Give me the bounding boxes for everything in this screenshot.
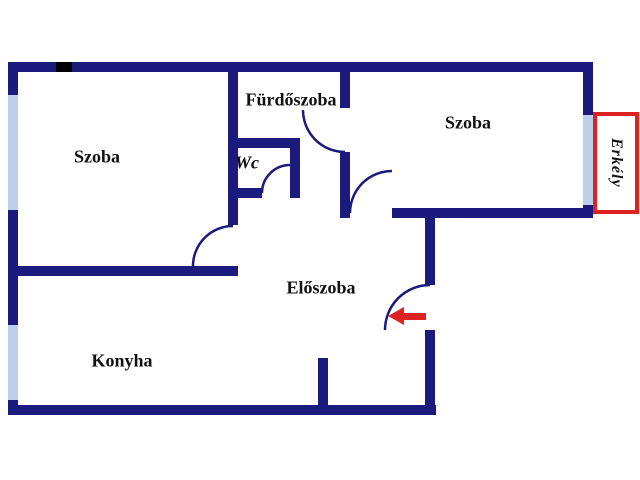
window-leftroom	[8, 95, 18, 210]
wall-hall-right-upper	[425, 208, 435, 285]
door-arc-rightroom	[348, 169, 393, 214]
room-label-erkely: Erkély	[608, 138, 625, 188]
wall-hall-right-lower	[425, 330, 435, 415]
entrance-arrow-icon	[388, 307, 426, 325]
wall-outer-left	[8, 62, 18, 415]
room-label-szoba-left: Szoba	[73, 146, 121, 167]
wall-kitchen-stub	[318, 358, 328, 415]
wall-outer-bottom	[8, 405, 436, 415]
wall-marker	[56, 62, 72, 72]
balcony-box: Erkély	[593, 112, 639, 214]
wall-bathroom-right-lower	[340, 152, 350, 208]
room-label-wc: Wc	[235, 152, 259, 173]
room-label-szoba-right: Szoba	[444, 112, 492, 133]
room-label-konyha: Konyha	[91, 350, 153, 371]
door-arc-bathroom	[301, 109, 346, 154]
wall-outer-top	[8, 62, 593, 72]
wall-rightroom-bottom-left	[340, 208, 350, 218]
wall-wc-bottom	[228, 188, 262, 198]
wall-wc-right	[290, 138, 300, 198]
window-kitchen	[8, 325, 18, 400]
door-arc-wc	[260, 163, 291, 194]
door-arc-leftroom	[191, 224, 234, 267]
wall-rightroom-bottom	[392, 208, 593, 218]
wall-bathroom-right-upper	[340, 62, 350, 108]
wall-leftroom-kitchen	[8, 266, 238, 276]
window-balcony-door	[583, 115, 593, 205]
room-label-furdoszoba: Fürdőszoba	[245, 89, 337, 110]
door-arc-entrance	[383, 283, 431, 331]
wall-bathroom-wc-divider	[228, 138, 300, 148]
room-label-eloszoba: Előszoba	[286, 277, 356, 298]
